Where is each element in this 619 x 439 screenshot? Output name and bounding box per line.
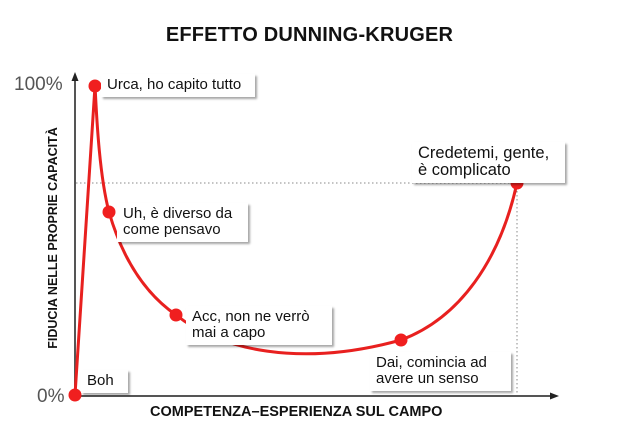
point-urca (88, 79, 102, 93)
y-tick-100: 100% (14, 74, 63, 95)
callout-uh: Uh, è diverso da come pensavo (117, 203, 249, 242)
x-axis-label: COMPETENZA–ESPERIENZA SUL CAMPO (150, 404, 443, 420)
y-axis-arrow-icon (71, 72, 79, 81)
point-boh (68, 388, 82, 402)
chart-title: EFFETTO DUNNING-KRUGER (165, 24, 454, 46)
y-tick-0: 0% (37, 386, 65, 407)
x-axis-arrow-icon (550, 392, 559, 400)
point-uh (102, 205, 116, 219)
point-acc (169, 308, 183, 322)
callout-dai: Dai, comincia ad avere un senso (370, 352, 511, 391)
point-dai (394, 333, 408, 347)
callout-credetemi: Credetemi, gente, è complicato (412, 142, 566, 183)
callout-urca: Urca, ho capito tutto (101, 74, 256, 97)
y-axis-label: FIDUCIA NELLE PROPRIE CAPACITÀ (46, 127, 60, 349)
callout-boh: Boh (81, 370, 128, 393)
callout-acc: Acc, non ne verrò mai a capo (186, 306, 332, 345)
